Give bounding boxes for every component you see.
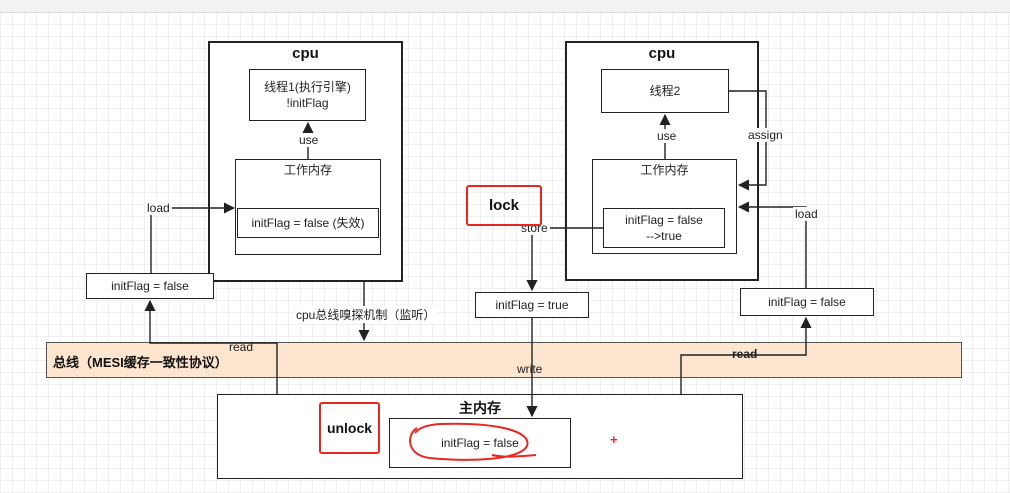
sniff-label: cpu总线嗅探机制（监听） xyxy=(294,306,438,323)
red-underline xyxy=(491,454,537,458)
left-read-arrow xyxy=(144,299,278,394)
red-circle-highlight xyxy=(409,422,529,461)
left-copy-value: initFlag = false xyxy=(111,279,189,293)
cpu-right-title: cpu xyxy=(648,45,676,62)
middle-copy-value: initFlag = true xyxy=(495,298,569,312)
right-flag-box[interactable]: initFlag = false -->true xyxy=(603,208,725,248)
right-flag-line2: -->true xyxy=(646,229,682,243)
middle-copy-box[interactable]: initFlag = true xyxy=(475,292,589,318)
plus-mark: + xyxy=(610,432,618,447)
left-load-arrow xyxy=(150,202,236,273)
assign-label: assign xyxy=(746,128,785,142)
work-memory-right-title: 工作内存 xyxy=(640,163,689,177)
store-arrow xyxy=(526,227,603,292)
right-flag-line1: initFlag = false xyxy=(625,213,703,227)
thread1-box[interactable]: 线程1(执行引擎) !initFlag xyxy=(249,69,366,121)
main-memory-title: 主内存 xyxy=(459,400,501,416)
left-use-label: use xyxy=(297,133,321,147)
thread1-flag: !initFlag xyxy=(286,96,329,110)
left-load-label: load xyxy=(145,201,172,215)
window-top-bar xyxy=(0,0,1010,13)
cpu-left-title: cpu xyxy=(292,45,319,62)
thread2-box[interactable]: 线程2 xyxy=(601,69,729,113)
work-memory-left-title: 工作内存 xyxy=(283,163,332,177)
bus-bar[interactable]: 总线（MESI缓存一致性协议） xyxy=(46,342,962,378)
work-memory-left[interactable]: 工作内存 xyxy=(235,159,381,255)
bus-label: 总线（MESI缓存一致性协议） xyxy=(53,355,228,370)
unlock-annotation[interactable]: unlock xyxy=(319,402,380,454)
thread2-label: 线程2 xyxy=(649,84,681,98)
left-read-label: read xyxy=(229,340,254,354)
right-load-label: load xyxy=(793,207,820,221)
main-memory-flag-value: initFlag = false xyxy=(441,436,519,450)
thread1-label: 线程1(执行引擎) xyxy=(264,80,351,94)
unlock-label: unlock xyxy=(326,420,373,436)
write-label: write xyxy=(517,362,543,376)
left-copy-box[interactable]: initFlag = false xyxy=(86,273,214,299)
lock-annotation[interactable]: lock xyxy=(466,185,542,226)
left-flag-value: initFlag = false (失效) xyxy=(251,216,365,230)
right-copy-box[interactable]: initFlag = false xyxy=(740,288,874,316)
right-read-label: read xyxy=(732,347,758,361)
right-use-label: use xyxy=(655,129,679,143)
right-read-arrow xyxy=(680,316,812,394)
right-copy-value: initFlag = false xyxy=(768,295,846,309)
lock-label: lock xyxy=(488,197,519,214)
main-memory-flag-box[interactable]: initFlag = false xyxy=(389,418,571,468)
left-flag-box[interactable]: initFlag = false (失效) xyxy=(237,208,379,238)
